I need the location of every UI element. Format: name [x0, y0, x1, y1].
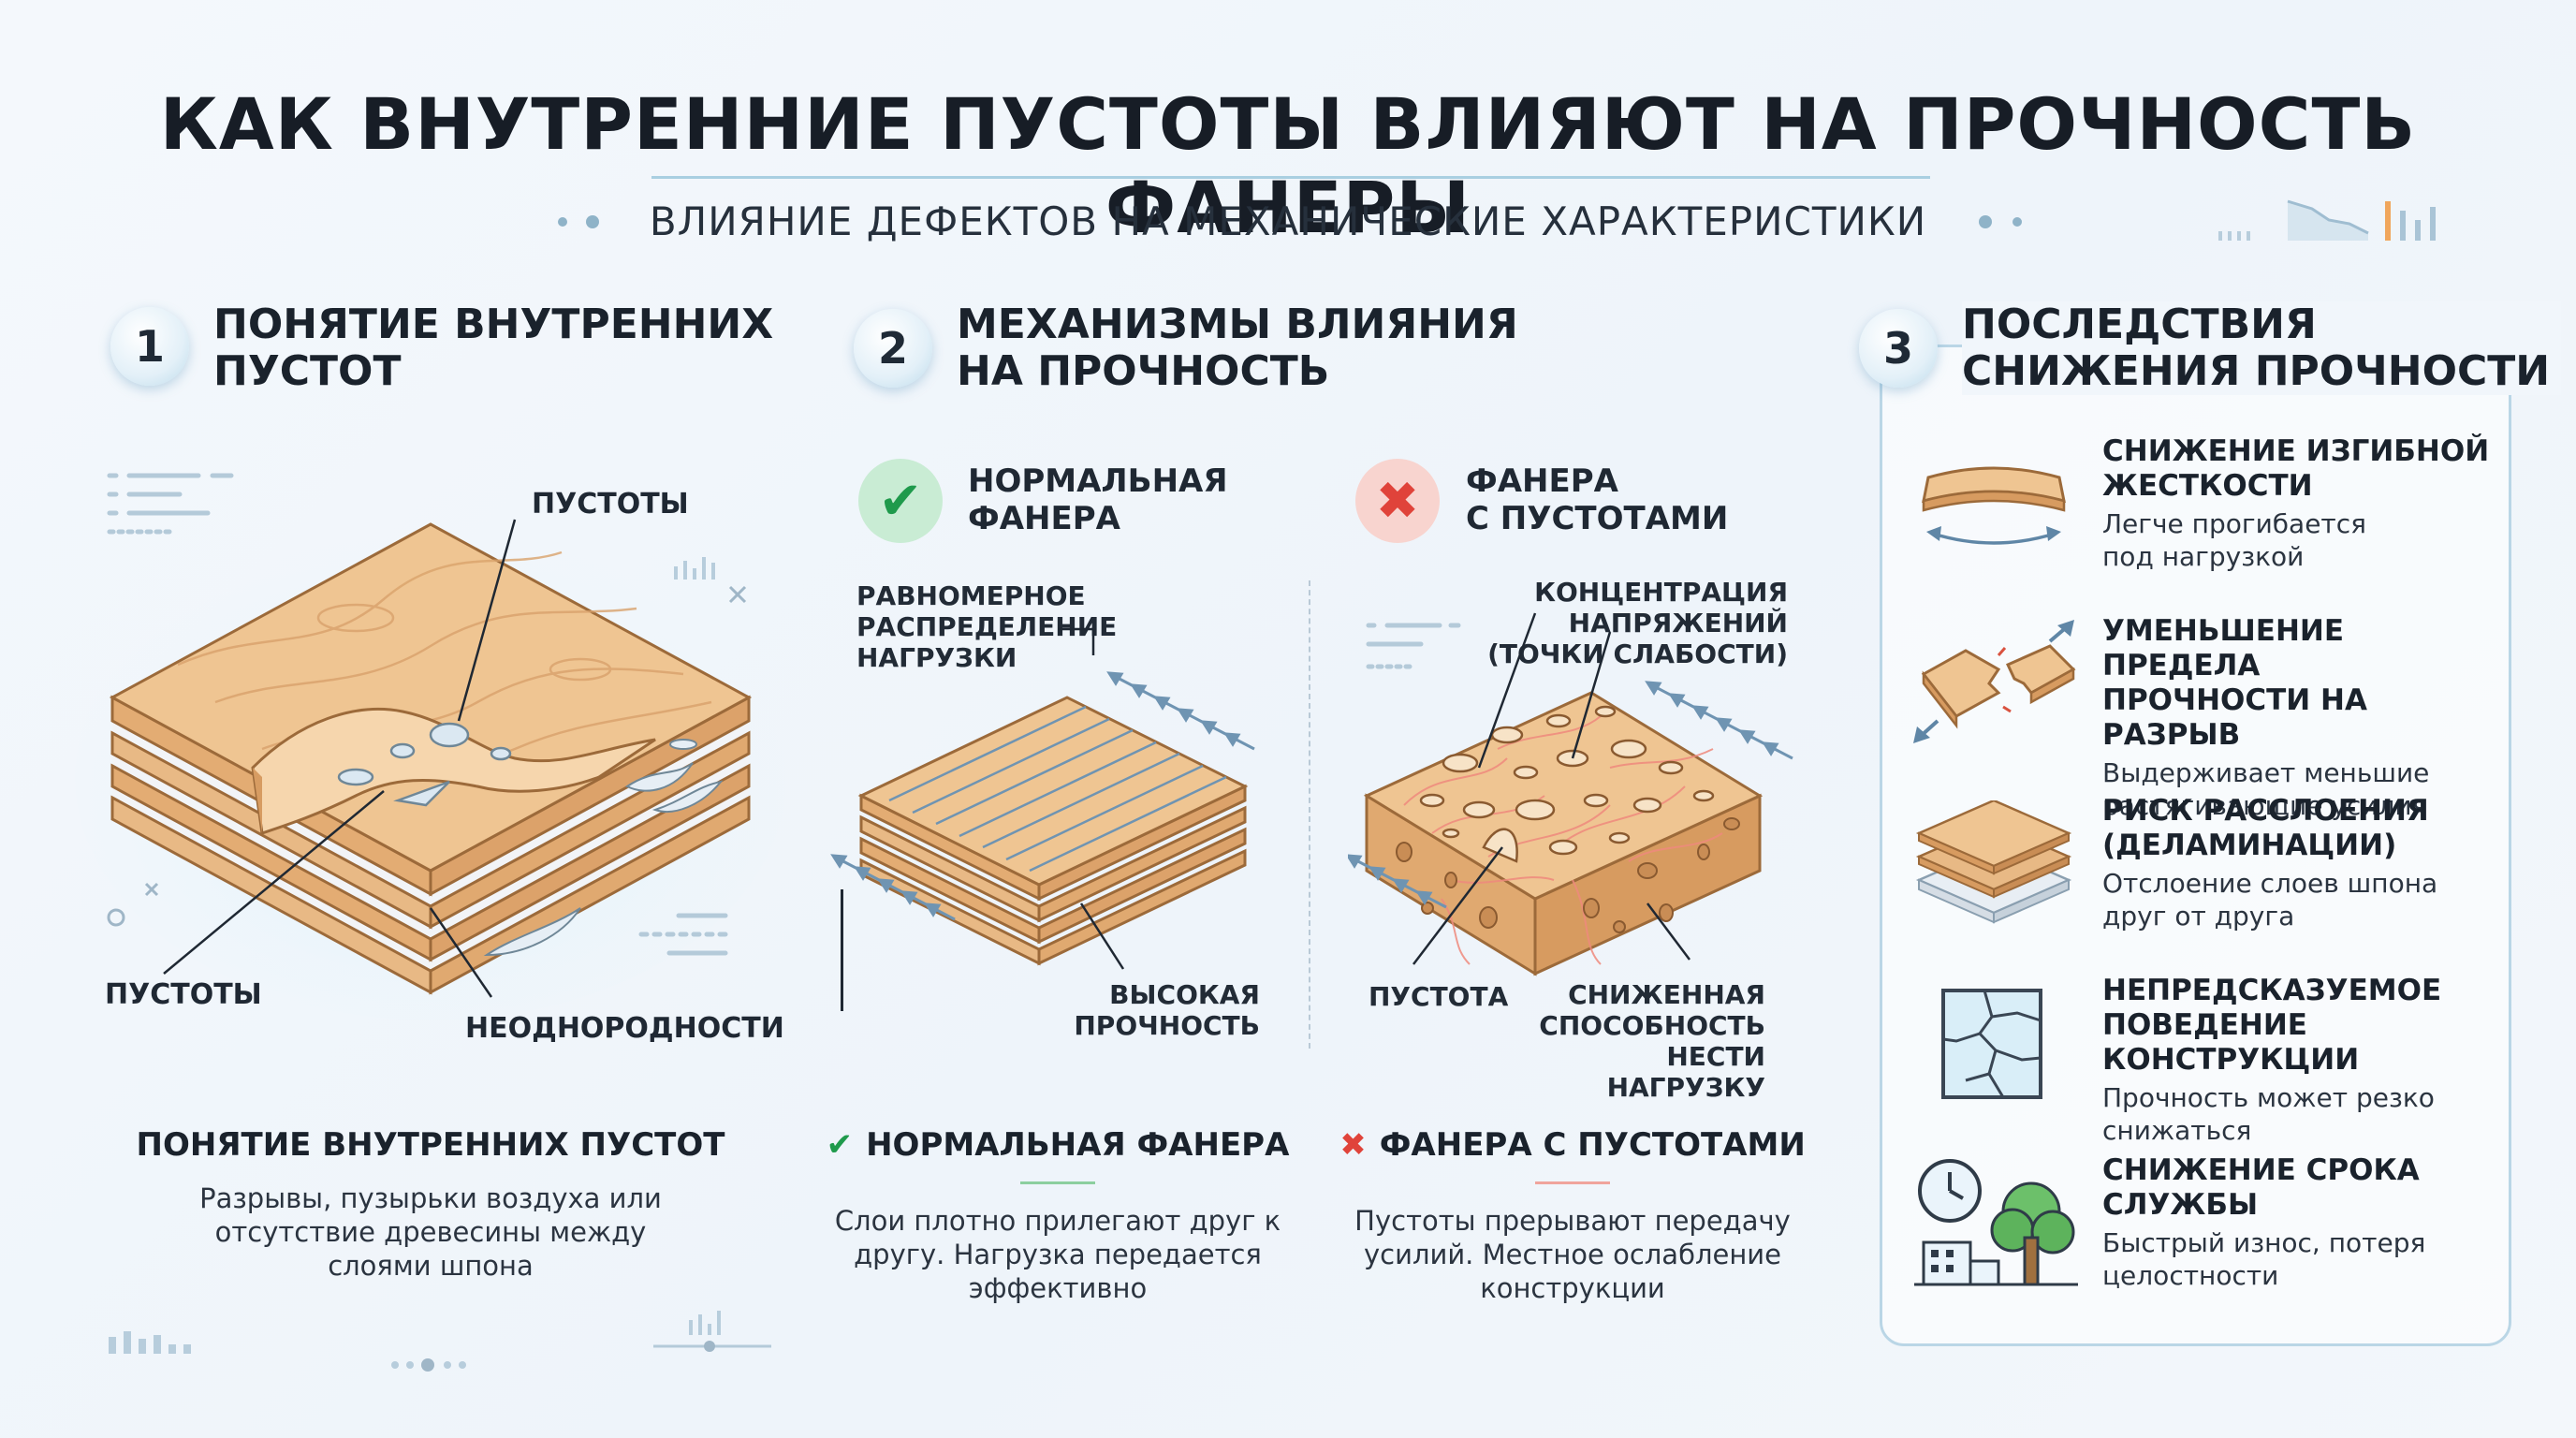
- consequence-item-3: РИСК РАССЛОЕНИЯ(ДЕЛАМИНАЦИИ) Отслоение с…: [2102, 794, 2438, 932]
- decor-lines-icon: [107, 473, 234, 535]
- check-icon: ✔: [826, 1126, 854, 1164]
- section-1-title: ПОНЯТИЕ ВНУТРЕННИХ ПУСТОТ: [213, 301, 774, 395]
- label-voids-left: ПУСТОТЫ: [105, 978, 262, 1011]
- void-caption-title: ✖ ФАНЕРА С ПУСТОТАМИ: [1339, 1126, 1806, 1164]
- decor-bars-icon: [674, 557, 747, 604]
- void-plywood-title: ФАНЕРА С ПУСТОТАМИ: [1466, 462, 1729, 537]
- label-inhomogeneity: НЕОДНОРОДНОСТИ: [465, 1012, 784, 1045]
- cross-icon: ✖: [1355, 459, 1440, 543]
- decor-footer-icon: [109, 1331, 466, 1372]
- decor-circle-icon: [107, 882, 159, 927]
- decor-dot: [558, 217, 567, 227]
- section-2-title: МЕХАНИЗМЫ ВЛИЯНИЯ НА ПРОЧНОСТЬ: [957, 301, 1518, 395]
- section-1-caption-title: ПОНЯТИЕ ВНУТРЕННИХ ПУСТОТ: [136, 1126, 725, 1164]
- broken-board-icon: [1913, 620, 2076, 743]
- normal-plywood-illustration: [830, 627, 1255, 970]
- label-voids-top: ПУСТОТЫ: [532, 488, 689, 521]
- normal-caption-title: ✔ НОРМАЛЬНАЯ ФАНЕРА: [826, 1126, 1290, 1164]
- page-subtitle: ВЛИЯНИЕ ДЕФЕКТОВ НА МЕХАНИЧЕСКИЕ ХАРАКТЕ…: [649, 198, 1927, 244]
- void-plywood-illustration: [1348, 612, 1793, 976]
- label-high-strength: ВЫСОКАЯ ПРОЧНОСТЬ: [1074, 979, 1260, 1041]
- decor-dot: [2012, 217, 2022, 227]
- decor-lines-icon: [1366, 623, 1461, 669]
- cross-icon: ✖: [1339, 1126, 1367, 1164]
- void-caption-text: Пустоты прерывают передачу усилий. Местн…: [1354, 1205, 1791, 1304]
- label-void: ПУСТОТА: [1368, 981, 1509, 1012]
- plywood-voids-illustration: [75, 519, 786, 1020]
- section-1-number: 1: [110, 307, 189, 386]
- decor-chart-icon: [2218, 199, 2436, 241]
- void-caption-rule: [1535, 1181, 1610, 1184]
- check-icon: ✔: [858, 459, 943, 543]
- normal-plywood-title: НОРМАЛЬНАЯ ФАНЕРА: [968, 462, 1228, 537]
- section-3-number: 3: [1859, 309, 1938, 388]
- section-3-title: ПОСЛЕДСТВИЯ СНИЖЕНИЯ ПРОЧНОСТИ: [1962, 301, 2562, 395]
- bent-board-icon: [1922, 466, 2066, 545]
- section-1-caption-text: Разрывы, пузырьки воздуха или отсутствие…: [199, 1182, 662, 1282]
- label-uniform-distribution: РАВНОМЕРНОЕ РАСПРЕДЕЛЕНИЕ НАГРУЗКИ: [856, 580, 1118, 673]
- normal-caption-rule: [1020, 1181, 1095, 1184]
- normal-caption-text: Слои плотно прилегают друг к другу. Нагр…: [834, 1205, 1281, 1304]
- decor-slider-icon: [653, 1311, 771, 1352]
- decor-dashes-icon: [638, 913, 728, 956]
- delamination-icon: [1915, 800, 2072, 924]
- section-2-number: 2: [854, 309, 932, 388]
- page-title: КАК ВНУТРЕННИЕ ПУСТОТЫ ВЛИЯЮТ НА ПРОЧНОС…: [159, 82, 2417, 249]
- decor-dot: [586, 215, 599, 228]
- normal-plywood-marker-line: [841, 889, 843, 1011]
- label-reduced-capacity: СНИЖЕННАЯ СПОСОБНОСТЬ НЕСТИ НАГРУЗКУ: [1539, 979, 1765, 1103]
- title-underline: [651, 176, 1930, 179]
- decor-dot: [1979, 215, 1992, 228]
- label-stress-concentration: КОНЦЕНТРАЦИЯ НАПРЯЖЕНИЙ (ТОЧКИ СЛАБОСТИ): [1487, 577, 1788, 669]
- cracked-panel-icon: [1941, 989, 2042, 1099]
- clock-tree-icon: [1914, 1159, 2078, 1286]
- section-2-divider: [1309, 580, 1310, 1049]
